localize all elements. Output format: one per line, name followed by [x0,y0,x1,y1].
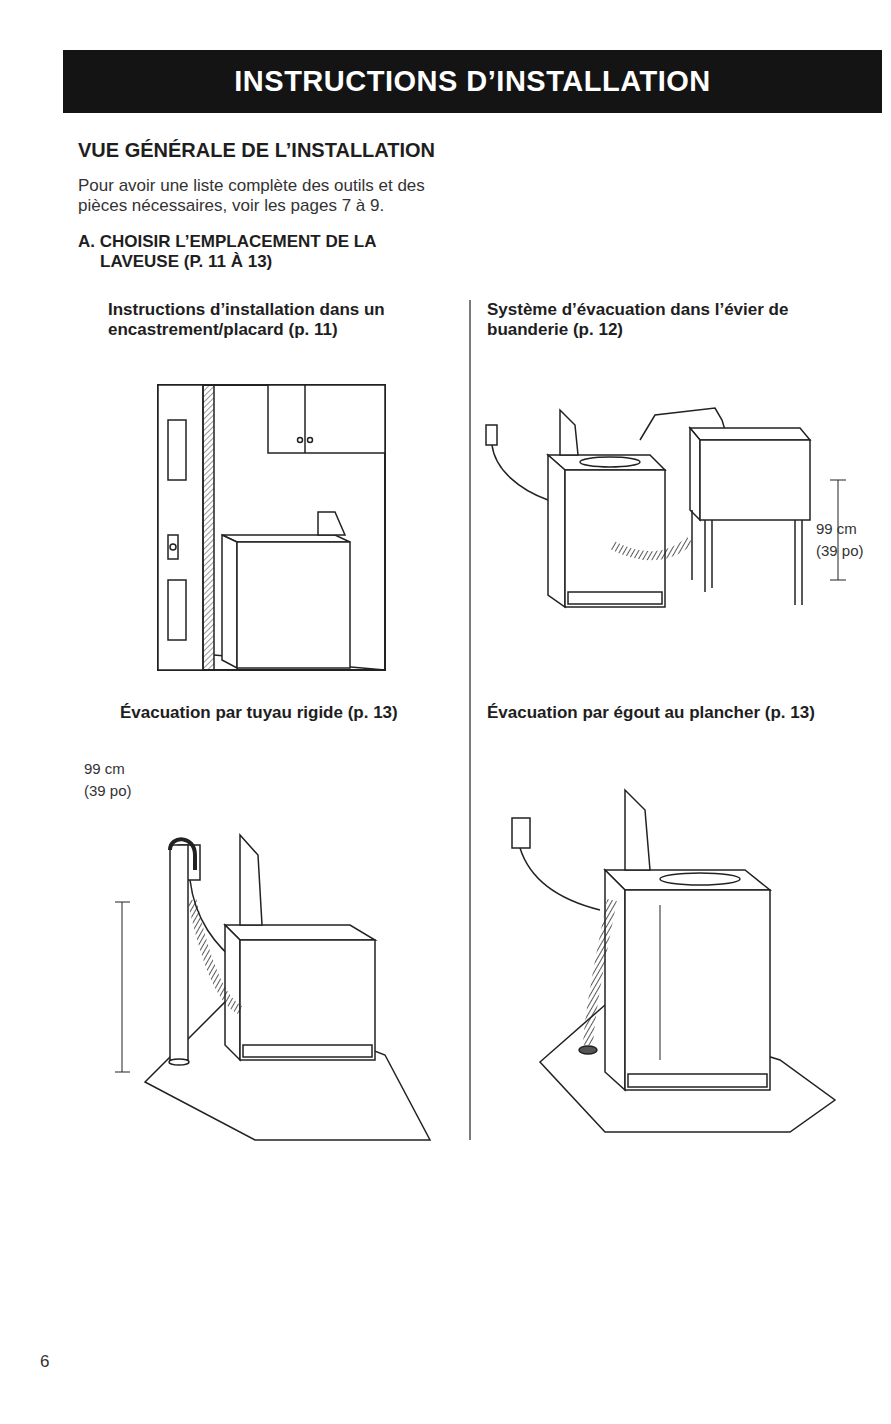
section-heading: VUE GÉNÉRALE DE L’INSTALLATION [78,138,578,162]
panel-caption: Évacuation par tuyau rigide (p. 13) [120,703,465,723]
panel-caption: Instructions d’installation dans un enca… [108,300,453,341]
dimension-label: 99 cm [816,520,886,538]
standpipe-illustration [115,835,430,1140]
closet-illustration [158,385,385,670]
intro-note: Pour avoir une liste complète des outils… [78,176,448,217]
dimension-label: 99 cm [84,760,154,778]
panel-caption: Système d’évacuation dans l’évier de bua… [487,300,832,341]
header-band: INSTRUCTIONS D’INSTALLATION [63,50,882,113]
column-divider [469,300,470,1140]
dimension-label: (39 po) [84,782,154,800]
page-title: INSTRUCTIONS D’INSTALLATION [234,65,710,98]
dimension-label: (39 po) [816,542,886,560]
page-number: 6 [40,1352,80,1372]
laundry-sink-illustration [486,408,846,607]
floor-drain-illustration [512,790,835,1132]
panel-caption: Évacuation par égout au plancher (p. 13) [487,703,832,723]
step-heading: A. CHOISIR L’EMPLACEMENT DE LA LAVEUSE (… [78,232,420,273]
